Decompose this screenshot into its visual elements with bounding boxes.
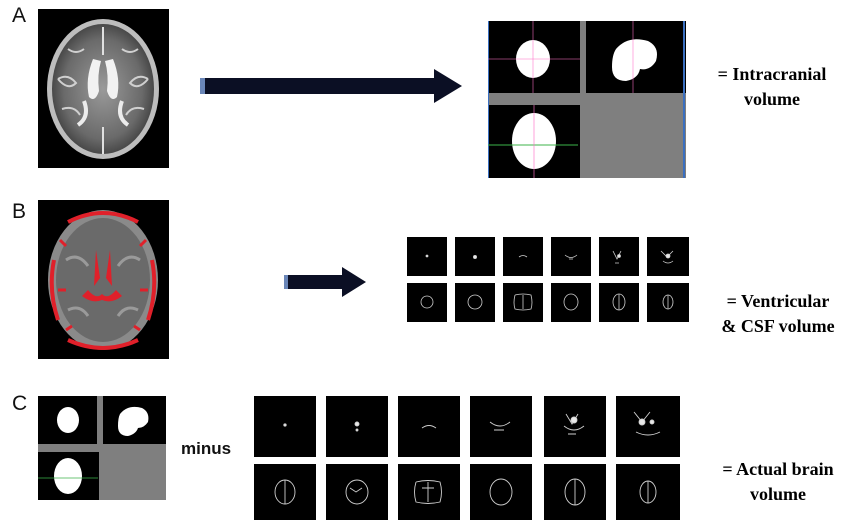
- result-line-1: = Actual brain: [722, 459, 834, 479]
- minus-operator: minus: [181, 439, 232, 458]
- intracranial-mask-views-small: [38, 396, 166, 500]
- brain-mri-t2-icon: [47, 19, 159, 159]
- csf-slice-grid: [407, 237, 689, 323]
- result-line-1: = Ventricular: [726, 291, 830, 311]
- result-line-2: volume: [744, 89, 800, 109]
- intracranial-volume-label: = Intracranial volume: [692, 62, 852, 112]
- brain-mri-csf-overlay-icon: [48, 210, 158, 350]
- panel-letter-b: B: [12, 200, 27, 223]
- panel-letter-a: A: [12, 4, 27, 27]
- right-arrow-icon: [200, 69, 462, 103]
- result-line-1: = Intracranial: [717, 64, 827, 84]
- mri-csf-overlay-image: [38, 200, 169, 359]
- arrow-a: [200, 69, 462, 103]
- result-line-2: volume: [750, 484, 806, 504]
- arrow-b: [284, 267, 366, 297]
- actual-brain-volume-label: = Actual brain volume: [700, 457, 856, 507]
- intracranial-mask-views: [488, 21, 686, 178]
- brain-mask-three-view-icon: [38, 396, 166, 500]
- right-arrow-icon: [284, 267, 366, 297]
- panel-letter-c: C: [12, 392, 28, 415]
- brain-slice-grid: [254, 396, 680, 520]
- result-line-2: & CSF volume: [721, 316, 835, 336]
- ventricular-csf-volume-label: = Ventricular & CSF volume: [700, 289, 856, 339]
- slice-grid-icon: [407, 237, 689, 322]
- mri-axial-t2-image: [38, 9, 169, 168]
- brain-mask-three-view-icon: [488, 21, 686, 178]
- slice-grid-icon: [254, 396, 680, 520]
